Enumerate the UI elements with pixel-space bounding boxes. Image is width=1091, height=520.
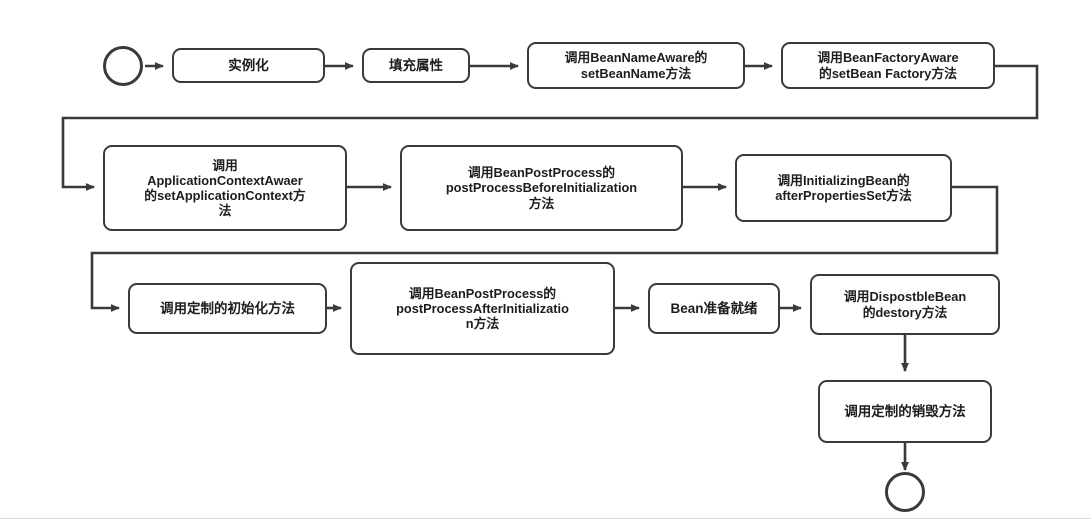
node-custom-destroy-method[interactable]: 调用定制的销毁方法 [818, 380, 992, 443]
node-populate-properties[interactable]: 填充属性 [362, 48, 470, 83]
node-label: 填充属性 [389, 57, 443, 73]
node-post-process-before-init[interactable]: 调用BeanPostProcess的 postProcessBeforeInit… [400, 145, 683, 231]
node-post-process-after-init[interactable]: 调用BeanPostProcess的 postProcessAfterIniti… [350, 262, 615, 355]
node-disposable-bean[interactable]: 调用DispostbleBean 的destory方法 [810, 274, 1000, 335]
node-custom-init-method[interactable]: 调用定制的初始化方法 [128, 283, 327, 334]
node-label: 调用BeanPostProcess的 postProcessBeforeInit… [445, 165, 638, 211]
node-application-context-aware[interactable]: 调用 ApplicationContextAwaer 的setApplicati… [103, 145, 347, 231]
node-label: 实例化 [228, 57, 269, 73]
start-terminal [103, 46, 143, 86]
node-label: 调用BeanPostProcess的 postProcessAfterIniti… [396, 285, 569, 332]
node-label: 调用定制的销毁方法 [844, 403, 966, 419]
node-label: 调用定制的初始化方法 [160, 300, 295, 316]
node-bean-ready[interactable]: Bean准备就绪 [648, 283, 780, 334]
node-bean-name-aware[interactable]: 调用BeanNameAware的 setBeanName方法 [527, 42, 745, 89]
node-label: 调用BeanFactoryAware 的setBean Factory方法 [817, 50, 959, 81]
node-label: 调用 ApplicationContextAwaer 的setApplicati… [144, 157, 306, 219]
connector-n7-to-n8 [90, 185, 999, 312]
connector-n4-to-n5 [61, 64, 1039, 191]
node-label: Bean准备就绪 [670, 300, 758, 316]
bottom-rule [0, 518, 1091, 519]
node-initializing-bean[interactable]: 调用InitializingBean的 afterPropertiesSet方法 [735, 154, 952, 222]
node-instantiate[interactable]: 实例化 [172, 48, 325, 83]
node-bean-factory-aware[interactable]: 调用BeanFactoryAware 的setBean Factory方法 [781, 42, 995, 89]
node-label: 调用InitializingBean的 afterPropertiesSet方法 [775, 172, 912, 203]
node-label: 调用BeanNameAware的 setBeanName方法 [564, 50, 708, 81]
node-label: 调用DispostbleBean 的destory方法 [843, 289, 967, 320]
end-terminal [885, 472, 925, 512]
